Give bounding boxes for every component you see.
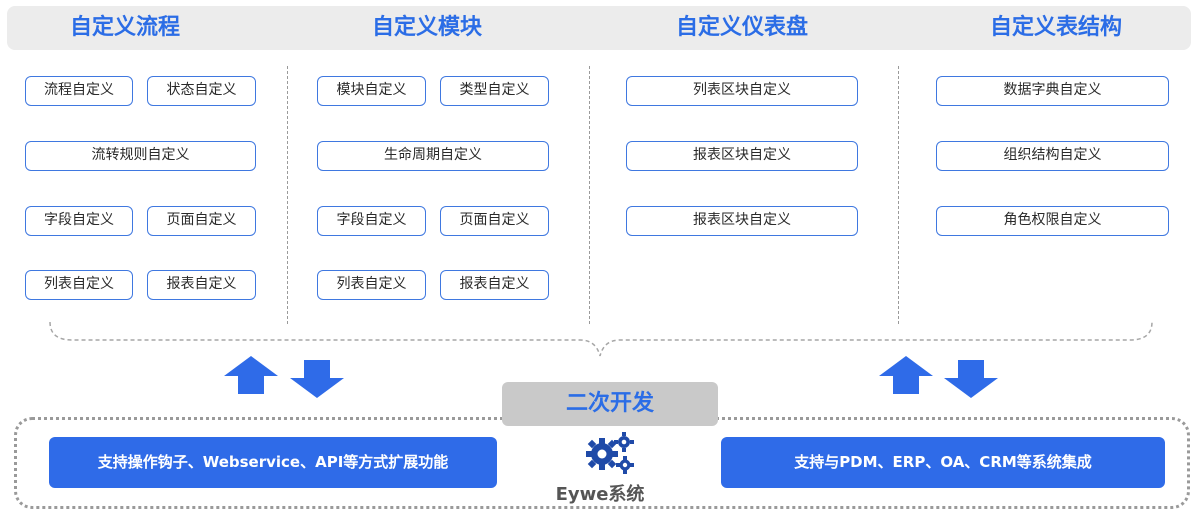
tag-type-custom: 类型自定义 (440, 76, 549, 106)
tag-report-block-custom: 报表区块自定义 (626, 141, 858, 171)
tag-field-custom: 字段自定义 (25, 206, 133, 236)
tag-data-dictionary-custom: 数据字典自定义 (936, 76, 1169, 106)
extension-feature-box: 支持操作钩子、Webservice、API等方式扩展功能 (49, 437, 497, 488)
tag-report-custom: 报表自定义 (147, 270, 256, 300)
integration-feature-box: 支持与PDM、ERP、OA、CRM等系统集成 (721, 437, 1165, 488)
tag-list-block-custom: 列表区块自定义 (626, 76, 858, 106)
arrow-down-icon (944, 360, 998, 398)
column-title-module: 自定义模块 (371, 15, 482, 40)
tag-org-structure-custom: 组织结构自定义 (936, 141, 1169, 171)
system-name: Eywe系统 (555, 484, 645, 505)
tag-report-custom: 报表自定义 (440, 270, 549, 300)
tag-status-custom: 状态自定义 (147, 76, 256, 106)
column-divider (898, 66, 899, 324)
gears-icon (584, 430, 636, 480)
tag-role-permission-custom: 角色权限自定义 (936, 206, 1169, 236)
tag-process-custom: 流程自定义 (25, 76, 133, 106)
tag-page-custom: 页面自定义 (440, 206, 549, 236)
arrow-up-icon (224, 356, 278, 394)
column-divider (589, 66, 590, 324)
secondary-development-label: 二次开发 (502, 382, 718, 426)
tag-report-block-custom: 报表区块自定义 (626, 206, 858, 236)
tag-list-custom: 列表自定义 (317, 270, 426, 300)
column-divider (287, 66, 288, 324)
column-title-dashboard: 自定义仪表盘 (675, 15, 808, 40)
header-bar (7, 6, 1191, 50)
tag-page-custom: 页面自定义 (147, 206, 256, 236)
tag-lifecycle-custom: 生命周期自定义 (317, 141, 549, 171)
column-title-process: 自定义流程 (69, 15, 180, 40)
arrow-down-icon (290, 360, 344, 398)
tag-transition-rule-custom: 流转规则自定义 (25, 141, 256, 171)
tag-module-custom: 模块自定义 (317, 76, 426, 106)
tag-field-custom: 字段自定义 (317, 206, 426, 236)
column-title-table-structure: 自定义表结构 (989, 15, 1122, 40)
tag-list-custom: 列表自定义 (25, 270, 133, 300)
arrow-up-icon (879, 356, 933, 394)
